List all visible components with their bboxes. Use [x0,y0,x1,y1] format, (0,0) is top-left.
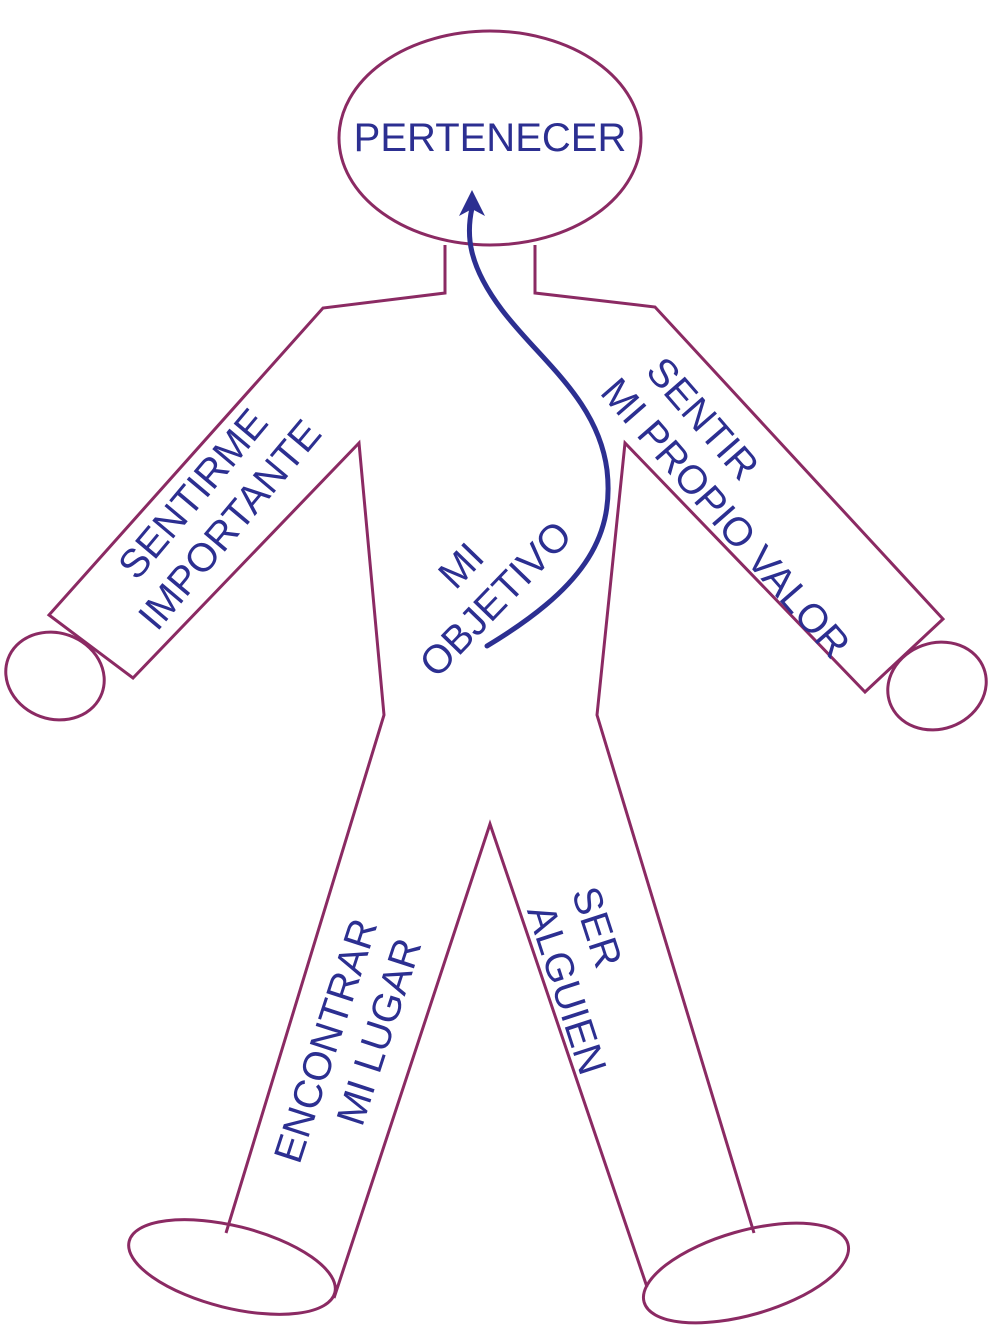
right-foot-outline [633,1203,860,1326]
left-foot-outline [119,1202,345,1326]
left-hand-outline [0,618,117,733]
right-hand-outline [875,628,989,743]
head-label: PERTENECER [354,116,627,160]
body-outline [49,245,445,1233]
body-outline-right [535,245,943,1233]
